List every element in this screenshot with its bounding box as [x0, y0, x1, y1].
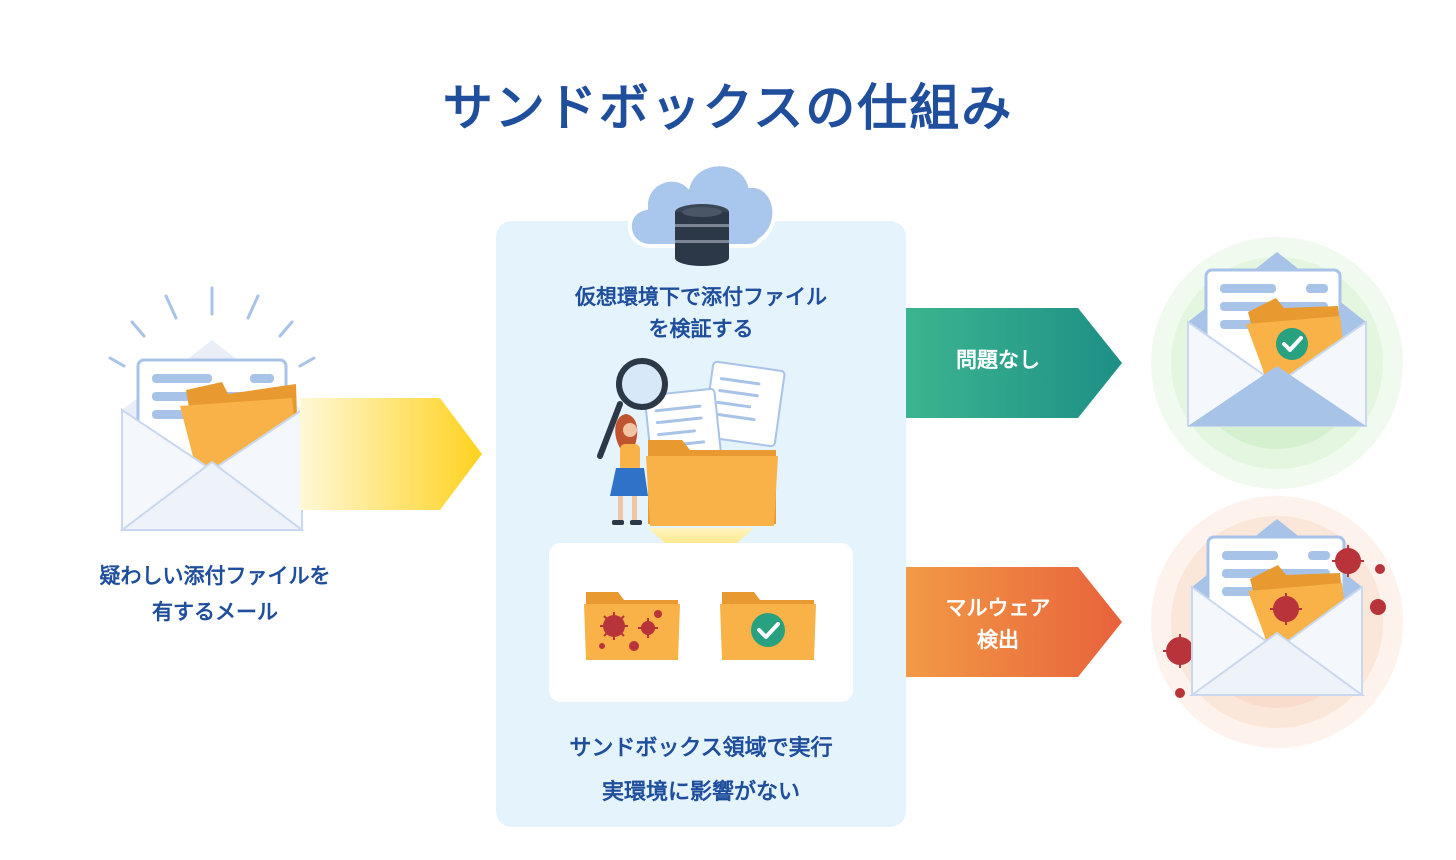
alert-rays-icon — [108, 286, 316, 368]
caption-line: 実環境に影響がない — [601, 780, 800, 805]
person-icon — [610, 414, 648, 525]
infected-folder-icon — [584, 592, 680, 660]
caption-line: 疑わしい添付ファイルを — [99, 564, 331, 588]
check-icon — [751, 613, 785, 647]
magnifier-icon — [597, 358, 668, 459]
caption-line: 仮想環境下で添付ファイル — [575, 285, 827, 309]
malware-email-illustration — [1151, 496, 1403, 748]
folder-icon — [646, 440, 778, 526]
malware-detected-arrow — [906, 567, 1122, 677]
caption-line: サンドボックス領域で実行 — [569, 736, 833, 761]
database-icon — [675, 204, 729, 266]
safe-folder-icon — [720, 592, 816, 660]
sandbox-execution-caption: サンドボックス領域で実行 実環境に影響がない — [496, 727, 906, 815]
caption-line: を検証する — [648, 317, 754, 341]
suspicious-email-illustration — [108, 286, 316, 531]
suspicious-email-caption: 疑わしい添付ファイルを 有するメール — [60, 558, 370, 630]
safe-email-illustration — [1151, 237, 1403, 489]
flow-arrow-yellow — [300, 398, 482, 510]
cloud-database-icon — [628, 162, 777, 266]
no-problem-arrow — [906, 308, 1122, 418]
page-title: サンドボックスの仕組み — [442, 79, 1014, 137]
virtual-env-caption: 仮想環境下で添付ファイル を検証する — [496, 281, 906, 345]
caption-line: 有するメール — [152, 600, 278, 624]
malware-detected-label: マルウェア 検出 — [906, 592, 1090, 656]
no-problem-label: 問題なし — [956, 348, 1040, 372]
check-icon — [1276, 328, 1308, 360]
label-line: マルウェア — [945, 596, 1051, 620]
label-line: 検出 — [977, 628, 1019, 652]
inspection-illustration — [597, 358, 786, 526]
